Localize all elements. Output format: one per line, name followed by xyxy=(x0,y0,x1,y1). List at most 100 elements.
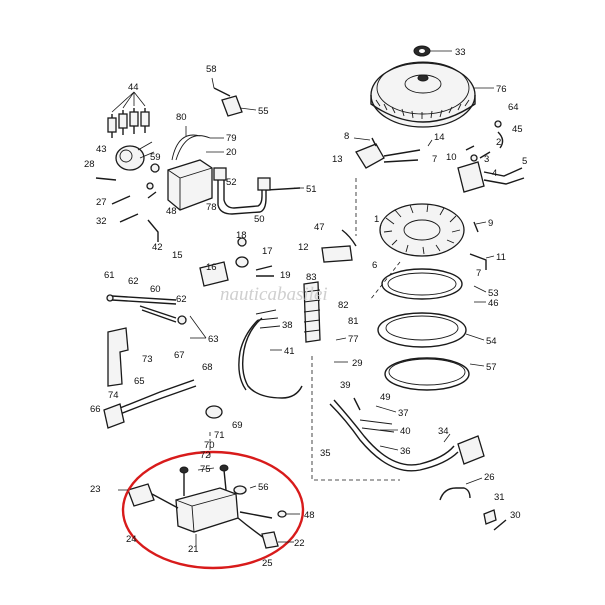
callout-23: 23 xyxy=(90,484,101,495)
bolt-30-31 xyxy=(483,509,507,531)
callout-28: 28 xyxy=(84,159,95,170)
callout-53: 53 xyxy=(488,288,499,299)
callout-70: 70 xyxy=(204,440,215,451)
rectifier-83 xyxy=(303,281,321,343)
callout-11: 11 xyxy=(496,252,506,263)
callout-21: 21 xyxy=(188,544,199,555)
callout-37: 37 xyxy=(398,408,409,419)
callout-81: 81 xyxy=(348,316,359,327)
callout-7-bottom: 7 xyxy=(476,268,481,279)
callout-43: 43 xyxy=(96,144,107,155)
callout-35: 35 xyxy=(320,448,331,459)
callout-12: 12 xyxy=(298,242,309,253)
callout-33: 33 xyxy=(455,47,466,58)
callout-62-a: 62 xyxy=(128,276,139,287)
callout-60: 60 xyxy=(150,284,161,295)
highlight-ellipse xyxy=(121,450,305,570)
callout-73: 73 xyxy=(142,354,153,365)
spark-plug-leads xyxy=(107,91,150,138)
callout-50: 50 xyxy=(254,214,265,225)
small-hardware-right xyxy=(465,120,504,270)
callout-4: 4 xyxy=(492,168,497,179)
stator-plate xyxy=(379,203,465,257)
callout-26: 26 xyxy=(484,472,495,483)
callout-39: 39 xyxy=(340,380,351,391)
callout-6: 6 xyxy=(372,260,377,271)
callout-24: 24 xyxy=(126,534,137,545)
harness-65 xyxy=(103,379,197,429)
watermark-text: nauticabasilei xyxy=(220,284,328,305)
callout-10: 10 xyxy=(446,152,457,163)
ignition-coil-assembly-21 xyxy=(127,464,287,549)
clip-17-19 xyxy=(199,237,274,287)
callout-52: 52 xyxy=(226,177,237,188)
callout-72: 72 xyxy=(200,450,211,461)
flywheel xyxy=(370,61,476,128)
callout-65: 65 xyxy=(134,376,145,387)
ring-57 xyxy=(384,357,470,391)
callout-5: 5 xyxy=(522,156,527,167)
callout-56: 56 xyxy=(258,482,269,493)
callout-19: 19 xyxy=(280,270,291,281)
callout-78: 78 xyxy=(206,202,217,213)
callout-34: 34 xyxy=(438,426,449,437)
callout-22: 22 xyxy=(294,538,305,549)
bracket-26 xyxy=(439,487,471,501)
connector-12 xyxy=(321,229,357,263)
clamp-69 xyxy=(205,405,223,419)
callout-66: 66 xyxy=(90,404,101,415)
callout-77: 77 xyxy=(348,334,359,345)
callout-36: 36 xyxy=(400,446,411,457)
terminal-cap-55 xyxy=(213,87,243,117)
charge-coil-4 xyxy=(457,161,525,193)
callout-9: 9 xyxy=(488,218,493,229)
callout-8: 8 xyxy=(344,131,349,142)
callout-46: 46 xyxy=(488,298,499,309)
callout-82: 82 xyxy=(338,300,349,311)
callout-31: 31 xyxy=(494,492,505,503)
ignition-coil-43 xyxy=(115,141,155,171)
callout-83: 83 xyxy=(306,272,317,283)
wire-harness-41 xyxy=(238,309,303,399)
callout-3: 3 xyxy=(484,154,489,165)
callout-45: 45 xyxy=(512,124,523,135)
callout-40: 40 xyxy=(400,426,411,437)
callout-48-bottom: 48 xyxy=(304,510,315,521)
callout-13: 13 xyxy=(332,154,343,165)
callout-1: 1 xyxy=(374,214,379,225)
link-rods xyxy=(106,294,187,325)
callout-29: 29 xyxy=(352,358,363,369)
lead-wire-50 xyxy=(213,167,301,215)
callout-63: 63 xyxy=(208,334,219,345)
callout-74: 74 xyxy=(108,390,119,401)
callout-67: 67 xyxy=(174,350,185,361)
callout-76: 76 xyxy=(496,84,507,95)
bracket-73 xyxy=(107,327,129,387)
power-pack-78 xyxy=(167,134,213,211)
retainer-ring-53 xyxy=(381,268,463,300)
callout-32: 32 xyxy=(96,216,107,227)
callout-61: 61 xyxy=(104,270,115,281)
harness-34 xyxy=(329,397,485,472)
screws-left xyxy=(95,163,160,242)
callout-59: 59 xyxy=(150,152,161,163)
callout-15: 15 xyxy=(172,250,183,261)
callout-30: 30 xyxy=(510,510,521,521)
callout-17: 17 xyxy=(262,246,273,257)
callout-27: 27 xyxy=(96,197,107,208)
callout-25: 25 xyxy=(262,558,273,569)
callout-16: 16 xyxy=(206,262,217,273)
callout-51: 51 xyxy=(306,184,317,195)
callout-58: 58 xyxy=(206,64,217,75)
callout-57: 57 xyxy=(486,362,497,373)
callout-2: 2 xyxy=(496,137,501,148)
callout-55: 55 xyxy=(258,106,269,117)
callout-leaders xyxy=(118,50,495,546)
callout-18: 18 xyxy=(236,230,247,241)
callout-75: 75 xyxy=(200,464,211,475)
callout-numbers: 33 76 58 55 44 80 79 20 43 59 28 27 32 4… xyxy=(84,47,527,569)
callout-14: 14 xyxy=(434,132,445,143)
callout-7-top: 7 xyxy=(432,154,437,165)
